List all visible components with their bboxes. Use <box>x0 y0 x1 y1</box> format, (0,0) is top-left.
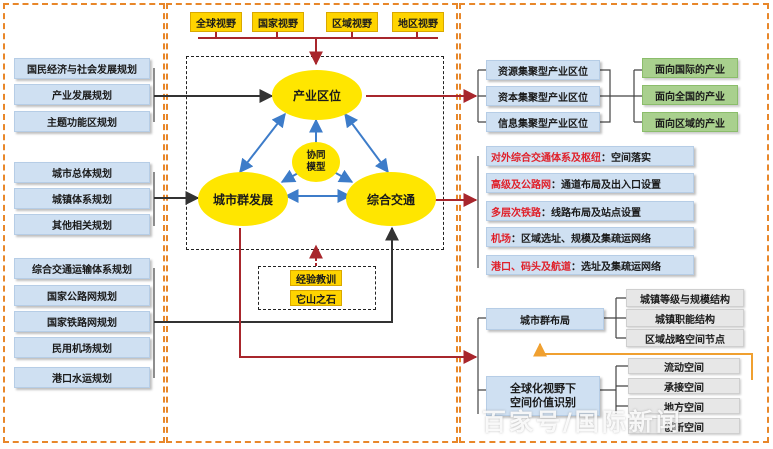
node-city-cluster: 城市群发展 <box>198 172 288 226</box>
left-panel <box>3 3 165 443</box>
city-layout-hierarchy: 城镇等级与规模结构 <box>626 289 744 307</box>
zone-resource: 资源集聚型产业区位 <box>486 60 600 80</box>
vision-national: 国家视野 <box>252 12 304 32</box>
transport-item-railway-desc: ：线路布局及站点设置 <box>541 207 641 219</box>
transport-item-airport: 机场：区域选址、规模及集疏运网络 <box>486 227 694 247</box>
transport-item-port: 港口、码头及航道：选址及集疏运网络 <box>486 255 694 275</box>
other-stones: 它山之石 <box>290 290 342 306</box>
transport-item-airport-key: 机场 <box>491 233 511 245</box>
lessons-frame <box>258 266 376 310</box>
node-synergy-model: 协同 模型 <box>292 142 340 182</box>
transport-item-port-desc: ：选址及集疏运网络 <box>571 261 661 273</box>
space-undertaking: 承接空间 <box>628 378 740 394</box>
city-layout-function: 城镇职能结构 <box>626 309 744 327</box>
plan-city-master: 城市总体规划 <box>14 162 150 183</box>
space-flow: 流动空间 <box>628 358 740 374</box>
plan-national-railway: 国家铁路网规划 <box>14 311 150 332</box>
zone-capital: 资本集聚型产业区位 <box>486 86 600 106</box>
transport-item-railway-key: 多层次铁路 <box>491 207 541 219</box>
plan-industry-development: 产业发展规划 <box>14 84 150 105</box>
transport-item-hub: 对外综合交通体系及枢纽：空间落实 <box>486 146 694 166</box>
center-panel <box>166 3 458 443</box>
space-innovation: 创新空间 <box>628 418 740 434</box>
plan-other-related: 其他相关规划 <box>14 214 150 235</box>
zone-information: 信息集聚型产业区位 <box>486 112 600 132</box>
transport-item-hub-desc: ：空间落实 <box>601 152 651 164</box>
right-panel <box>459 3 769 443</box>
plan-town-system: 城镇体系规划 <box>14 188 150 209</box>
node-comprehensive-transport: 综合交通 <box>346 172 436 226</box>
plan-comprehensive-transport: 综合交通运输体系规划 <box>14 258 150 279</box>
transport-item-highway: 高级及公路网：通道布局及出入口设置 <box>486 173 694 193</box>
plan-national-economy: 国民经济与社会发展规划 <box>14 58 150 79</box>
synergy-model-line1: 协同 <box>306 150 326 162</box>
transport-item-highway-key: 高级及公路网 <box>491 179 551 191</box>
plan-port-waterway: 港口水运规划 <box>14 367 150 388</box>
vision-global: 全球视野 <box>190 12 242 32</box>
transport-item-highway-desc: ：通道布局及出入口设置 <box>551 179 661 191</box>
global-value-line1: 全球化视野下 <box>510 382 576 396</box>
plan-national-highway: 国家公路网规划 <box>14 285 150 306</box>
vision-local: 地区视野 <box>392 12 444 32</box>
global-value-line2: 空间价值识别 <box>510 396 576 409</box>
space-local: 地方空间 <box>628 398 740 414</box>
industry-regional: 面向区域的产业 <box>642 112 738 132</box>
plan-main-function-zone: 主题功能区规划 <box>14 111 150 132</box>
transport-item-port-key: 港口、码头及航道 <box>491 261 571 273</box>
city-layout-strategic-nodes: 区域战略空间节点 <box>626 329 744 347</box>
vision-regional: 区域视野 <box>326 12 378 32</box>
node-industry-location: 产业区位 <box>272 70 362 120</box>
transport-item-airport-desc: ：区域选址、规模及集疏运网络 <box>511 233 651 245</box>
plan-civil-airport: 民用机场规划 <box>14 337 150 358</box>
global-spatial-value: 全球化视野下 空间价值识别 <box>486 376 600 416</box>
industry-national: 面向全国的产业 <box>642 85 738 105</box>
synergy-model-line2: 模型 <box>306 162 326 173</box>
lessons-learned: 经验教训 <box>290 270 342 286</box>
industry-international: 面向国际的产业 <box>642 58 738 78</box>
transport-item-railway: 多层次铁路：线路布局及站点设置 <box>486 201 694 221</box>
transport-item-hub-key: 对外综合交通体系及枢纽 <box>491 152 601 164</box>
watermark: 百家号/国际新闻 <box>482 408 683 436</box>
city-cluster-layout: 城市群布局 <box>486 308 604 330</box>
